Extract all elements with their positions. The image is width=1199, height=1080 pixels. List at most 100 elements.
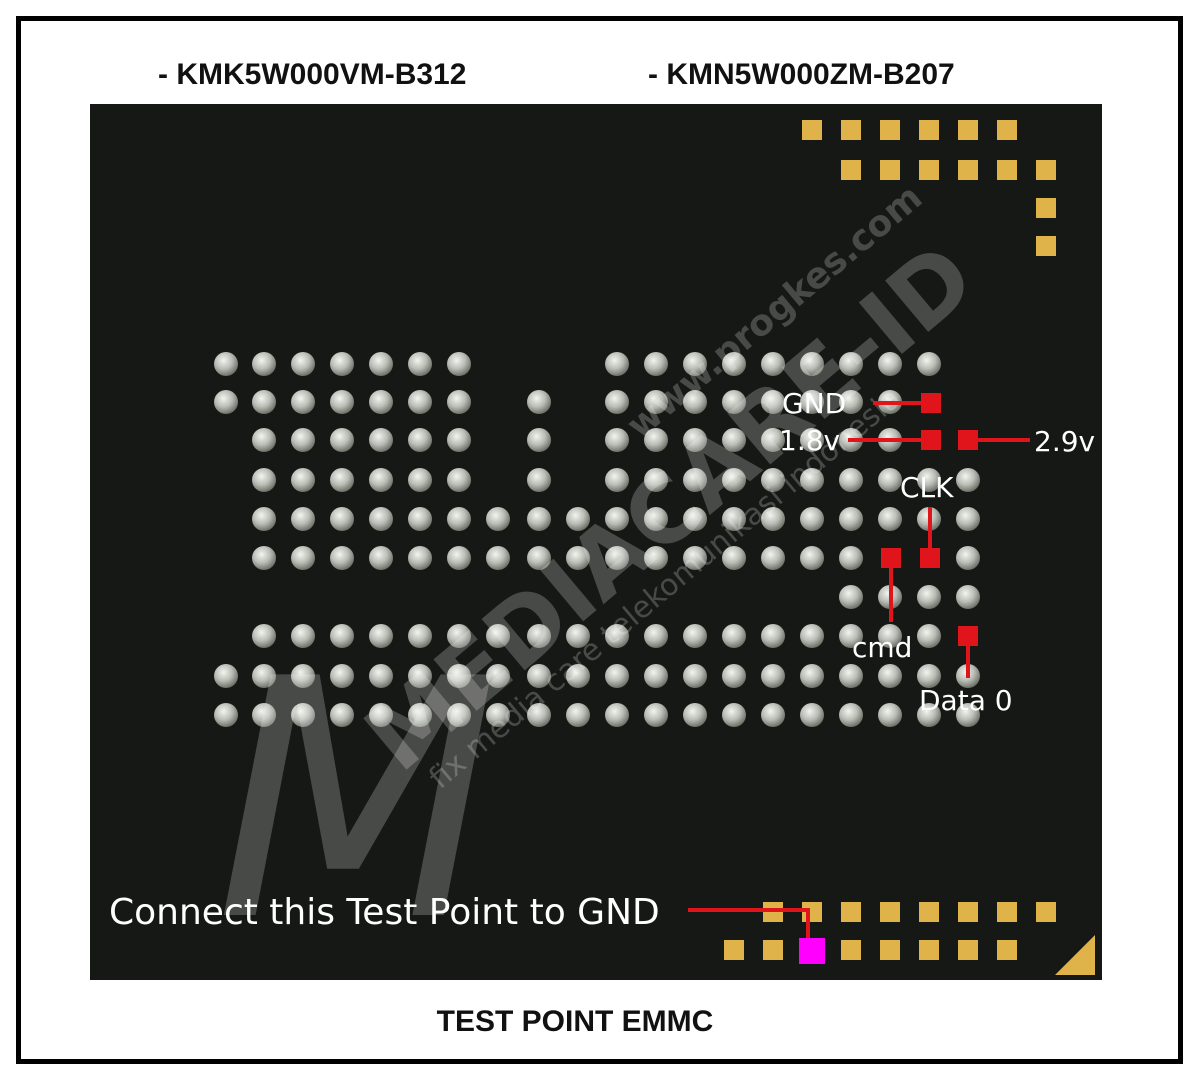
bga-ball [252, 664, 276, 688]
bga-ball [447, 507, 471, 531]
gold-pad [958, 902, 978, 922]
bga-ball [369, 428, 393, 452]
test-point-marker [799, 938, 825, 964]
bga-ball [369, 546, 393, 570]
bga-ball [408, 390, 432, 414]
bga-ball [683, 624, 707, 648]
bga-ball [252, 546, 276, 570]
gold-pad [919, 940, 939, 960]
bga-ball [447, 664, 471, 688]
bga-ball [800, 352, 824, 376]
bga-ball [566, 624, 590, 648]
gold-pad [880, 902, 900, 922]
bga-ball [369, 468, 393, 492]
bga-ball [683, 507, 707, 531]
bga-ball [408, 664, 432, 688]
bga-ball [956, 507, 980, 531]
bga-ball [839, 703, 863, 727]
bga-ball [644, 624, 668, 648]
bga-ball [917, 585, 941, 609]
bga-ball [722, 468, 746, 492]
bga-ball [527, 507, 551, 531]
bga-ball [800, 468, 824, 492]
bga-ball [330, 624, 354, 648]
bga-ball [527, 703, 551, 727]
bga-ball [761, 352, 785, 376]
bga-ball [878, 703, 902, 727]
bga-ball [408, 468, 432, 492]
bga-ball [369, 352, 393, 376]
gold-pads [724, 120, 1056, 960]
bga-ball [956, 585, 980, 609]
bga-ball [839, 468, 863, 492]
gold-pad [997, 120, 1017, 140]
bga-ball [605, 546, 629, 570]
bga-ball [486, 624, 510, 648]
cmd-marker [881, 548, 901, 568]
bga-ball [447, 624, 471, 648]
bga-ball [878, 507, 902, 531]
bga-ball [330, 546, 354, 570]
watermark-logo-mark: M [215, 609, 500, 993]
bga-ball [800, 703, 824, 727]
bga-ball [252, 428, 276, 452]
model-label-right: - KMN5W000ZM-B207 [648, 58, 955, 91]
bga-ball [330, 352, 354, 376]
bga-ball [252, 624, 276, 648]
bga-ball [644, 664, 668, 688]
bga-ball [447, 428, 471, 452]
bga-ball [800, 664, 824, 688]
bga-ball [956, 703, 980, 727]
bga-ball [761, 428, 785, 452]
v18-marker [921, 430, 941, 450]
gnd-marker [921, 393, 941, 413]
corner-marker [1055, 935, 1095, 975]
bga-ball [486, 664, 510, 688]
bga-ball [330, 468, 354, 492]
pin-label-cmd: cmd [852, 631, 912, 664]
gold-pad [880, 120, 900, 140]
bga-ball [683, 703, 707, 727]
bga-ball [214, 664, 238, 688]
bga-ball [839, 585, 863, 609]
gold-pad [802, 120, 822, 140]
bga-ball [722, 664, 746, 688]
bga-ball [527, 428, 551, 452]
bga-ball [878, 468, 902, 492]
bga-ball [408, 624, 432, 648]
bga-ball [486, 703, 510, 727]
gold-pad [997, 940, 1017, 960]
bga-ball [878, 664, 902, 688]
gold-pad [880, 160, 900, 180]
bga-ball [878, 624, 902, 648]
bga-ball [761, 390, 785, 414]
gold-pad [919, 160, 939, 180]
bga-ball [486, 546, 510, 570]
bga-ball [644, 468, 668, 492]
bga-ball [291, 428, 315, 452]
bga-ball [291, 468, 315, 492]
bga-ball [761, 468, 785, 492]
gold-pad [958, 120, 978, 140]
bga-ball [330, 703, 354, 727]
bga-ball [839, 390, 863, 414]
bga-ball [683, 468, 707, 492]
bga-ball [291, 664, 315, 688]
bga-ball [330, 507, 354, 531]
bga-ball [917, 703, 941, 727]
bga-ball [447, 546, 471, 570]
bga-ball [291, 507, 315, 531]
gold-pad [997, 902, 1017, 922]
bga-ball [291, 624, 315, 648]
bga-ball [291, 546, 315, 570]
bga-ball [252, 468, 276, 492]
bga-ball [722, 352, 746, 376]
data0-marker [958, 626, 978, 646]
bga-ball [252, 703, 276, 727]
bga-ball [761, 624, 785, 648]
model-label-left: - KMK5W000VM-B312 [158, 58, 467, 91]
gold-pad [958, 940, 978, 960]
bga-ball [644, 352, 668, 376]
bga-ball [408, 428, 432, 452]
bga-ball [408, 703, 432, 727]
